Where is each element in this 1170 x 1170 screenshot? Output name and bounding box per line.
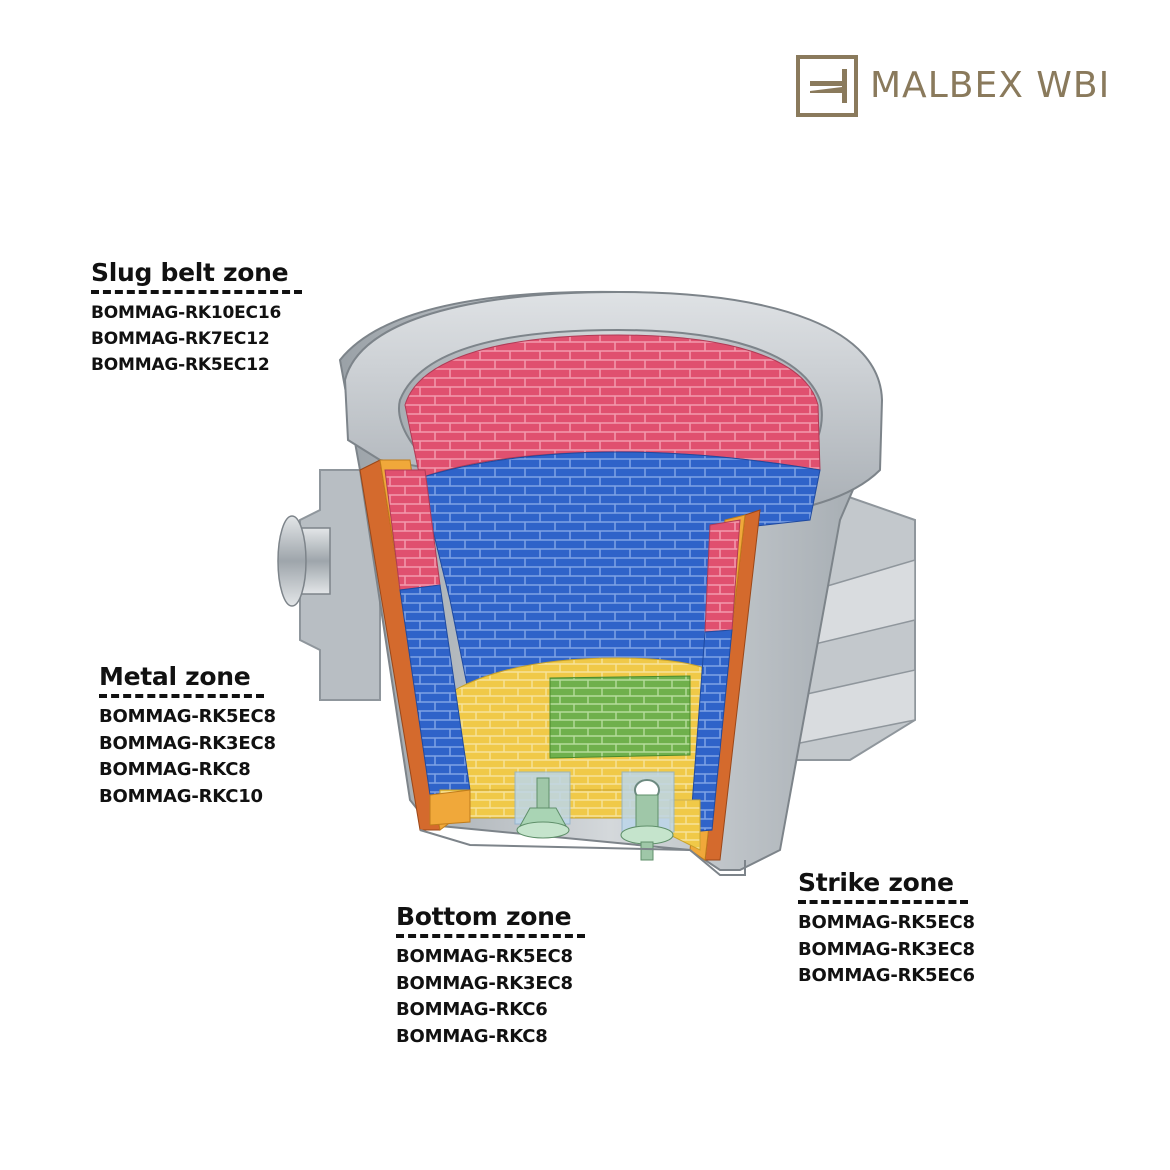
- strike-zone-label: Strike zone BOMMAG-RK5EC8 BOMMAG-RK3EC8 …: [798, 868, 975, 990]
- product-code: BOMMAG-RK3EC8: [798, 938, 975, 960]
- bottom-zone-title: Bottom zone: [396, 902, 586, 938]
- right-metal-bricks: [689, 629, 733, 833]
- product-code: BOMMAG-RK3EC8: [396, 972, 573, 994]
- metal-zone-title: Metal zone: [99, 662, 265, 698]
- slug-belt-zone-products: BOMMAG-RK10EC16 BOMMAG-RK7EC12 BOMMAG-RK…: [91, 300, 302, 378]
- product-code: BOMMAG-RK10EC16: [91, 303, 282, 323]
- malbex-wbi-logo-icon: [796, 55, 858, 117]
- product-code: BOMMAG-RK5EC6: [798, 965, 975, 986]
- product-code: BOMMAG-RKC8: [99, 759, 251, 780]
- brand-name: MALBEX WBI: [870, 65, 1111, 106]
- metal-zone-products: BOMMAG-RK5EC8 BOMMAG-RK3EC8 BOMMAG-RKC8 …: [99, 704, 276, 810]
- bottom-zone-products: BOMMAG-RK5EC8 BOMMAG-RK3EC8 BOMMAG-RKC6 …: [396, 944, 585, 1050]
- brand-logo: MALBEX WBI: [796, 55, 1110, 117]
- metal-zone-label: Metal zone BOMMAG-RK5EC8 BOMMAG-RK3EC8 B…: [99, 662, 276, 810]
- product-code: BOMMAG-RKC6: [396, 999, 548, 1020]
- product-code: BOMMAG-RK5EC8: [99, 706, 276, 727]
- metal-zone-lining: [419, 451, 821, 701]
- product-code: BOMMAG-RK3EC8: [99, 732, 276, 754]
- strike-zone-products: BOMMAG-RK5EC8 BOMMAG-RK3EC8 BOMMAG-RK5EC…: [798, 910, 975, 990]
- slug-belt-zone-label: Slug belt zone BOMMAG-RK10EC16 BOMMAG-RK…: [91, 258, 303, 378]
- bottom-zone-label: Bottom zone BOMMAG-RK5EC8 BOMMAG-RK3EC8 …: [396, 902, 586, 1050]
- product-code: BOMMAG-RK5EC8: [798, 912, 975, 933]
- strike-zone-title: Strike zone: [798, 868, 968, 904]
- product-code: BOMMAG-RK5EC12: [91, 355, 270, 375]
- product-code: BOMMAG-RK7EC12: [91, 329, 270, 349]
- tap-hole-nozzle-icon: [620, 779, 674, 861]
- slug-belt-zone-title: Slug belt zone: [91, 258, 303, 294]
- left-trunnion-disc: [277, 515, 307, 607]
- product-code: BOMMAG-RKC10: [99, 785, 263, 807]
- strike-zone-lining: [549, 675, 691, 759]
- product-code: BOMMAG-RKC8: [396, 1025, 548, 1047]
- product-code: BOMMAG-RK5EC8: [396, 946, 573, 967]
- purge-plug-icon: [516, 777, 570, 839]
